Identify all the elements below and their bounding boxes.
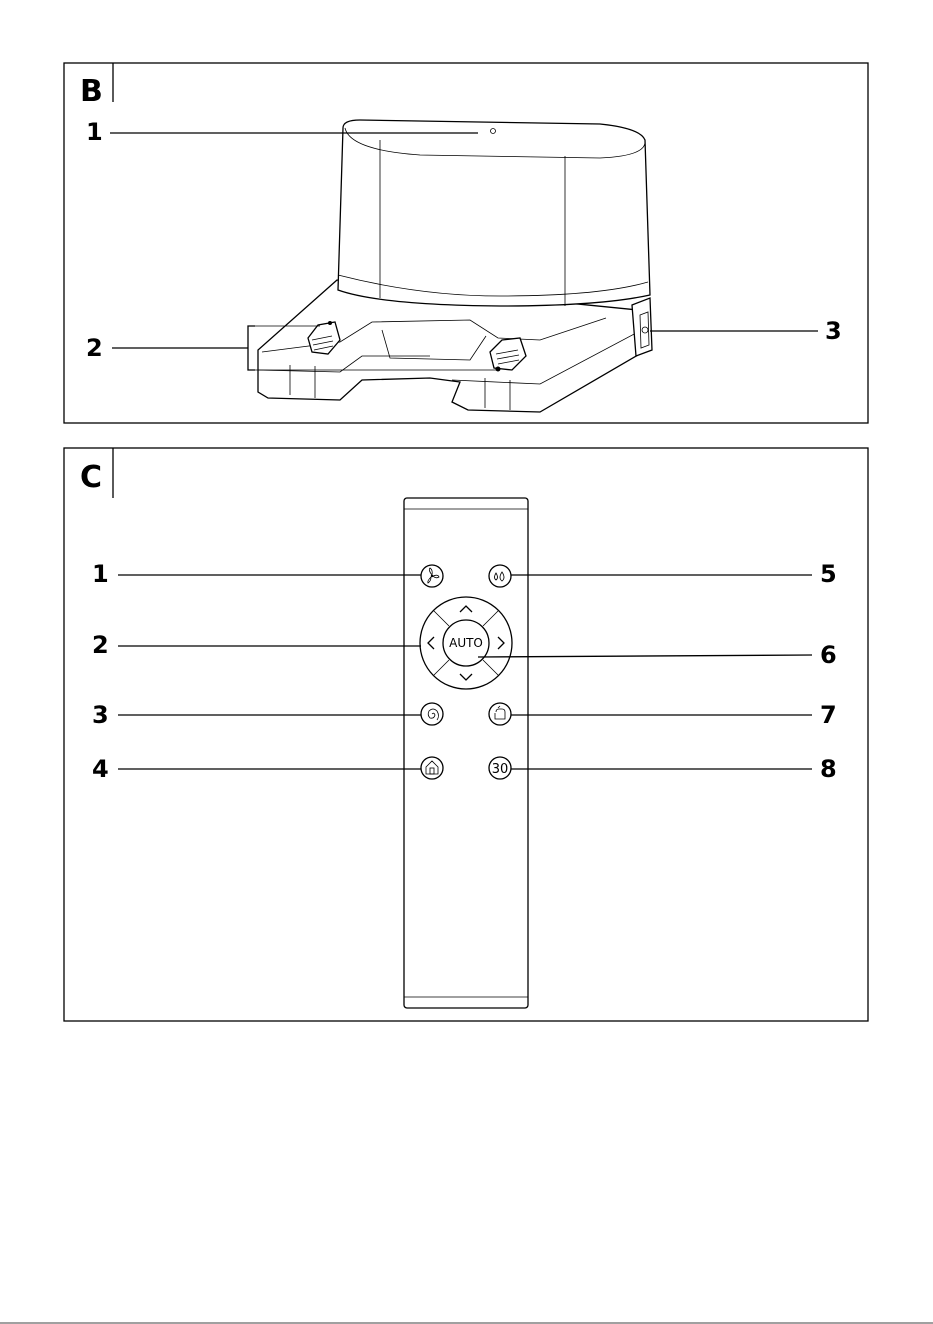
remote-timer-button[interactable]: 30 xyxy=(489,757,511,779)
bracket-b-2 xyxy=(248,326,255,370)
callout-b-1: 1 xyxy=(86,118,103,146)
callout-c-6: 6 xyxy=(820,641,837,669)
timer-button-label: 30 xyxy=(492,762,509,777)
callout-c-5: 5 xyxy=(820,560,837,588)
remote-auto-button[interactable]: AUTO xyxy=(443,620,489,666)
callout-c-1: 1 xyxy=(92,560,109,588)
remote-home-button[interactable] xyxy=(421,757,443,779)
docking-station xyxy=(258,120,652,412)
panel-b-label: B xyxy=(80,74,103,109)
callout-b-3: 3 xyxy=(825,317,842,345)
callout-c-4: 4 xyxy=(92,755,109,783)
remote-water-button[interactable] xyxy=(489,565,511,587)
remote-spiral-button[interactable] xyxy=(421,703,443,725)
callout-c-2: 2 xyxy=(92,631,109,659)
remote-control: AUTO 30 xyxy=(404,498,528,1008)
dock-side-switch xyxy=(632,298,652,356)
callout-c-7: 7 xyxy=(820,701,837,729)
callout-b-2: 2 xyxy=(86,334,103,362)
panel-c-label: C xyxy=(80,460,102,495)
callout-c-3: 3 xyxy=(92,701,109,729)
remote-edge-button[interactable] xyxy=(489,703,511,725)
panel-b: B xyxy=(64,63,868,423)
panel-c: C xyxy=(64,448,868,1021)
auto-button-label: AUTO xyxy=(449,636,483,650)
dock-tower xyxy=(338,120,650,306)
callout-c-8: 8 xyxy=(820,755,837,783)
remote-fan-button[interactable] xyxy=(421,565,443,587)
